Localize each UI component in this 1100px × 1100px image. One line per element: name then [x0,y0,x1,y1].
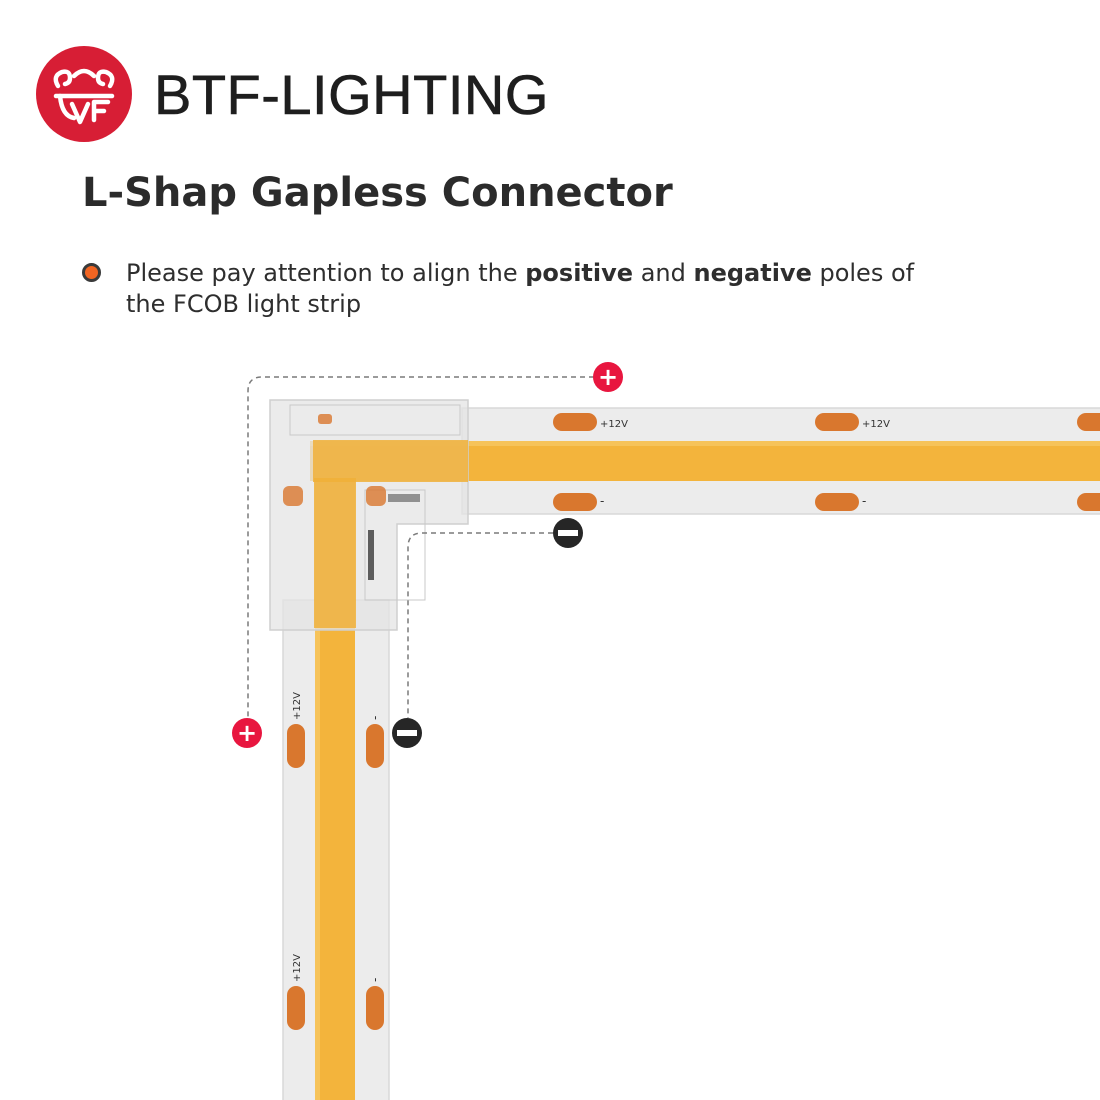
pad-label-negative-3: - [368,716,382,720]
polarity-leader-lines [247,376,594,718]
note-part-1: Please pay attention to align the [126,259,526,287]
pad-label-positive-2: +12V [862,419,890,430]
note-text: Please pay attention to align the positi… [126,258,926,320]
alignment-note: Please pay attention to align the positi… [82,258,926,320]
note-part-3: poles of the FCOB light strip [126,259,915,318]
positive-marker-left: + [232,718,262,748]
note-negative: negative [693,259,812,287]
svg-text:+: + [237,719,257,747]
brand-name: BTF-LIGHTING [154,62,549,126]
l-connector [269,399,469,631]
page-title: L-Shap Gapless Connector [82,170,673,216]
brand-header: BTF-LIGHTING [36,46,549,142]
pad-label-negative-2: - [862,494,866,508]
pad-label-negative-1: - [600,494,604,508]
btf-logo-mark-icon [36,46,132,142]
pad-label-positive-1: +12V [600,419,628,430]
pad-label-positive-3: +12V [292,692,303,720]
svg-text:+: + [598,363,618,391]
negative-marker-right [392,718,422,748]
horizontal-pads [553,413,1100,511]
note-positive: positive [525,259,634,287]
note-part-2: and [633,259,694,287]
pad-label-positive-4: +12V [292,954,303,982]
pad-label-negative-4: - [368,978,382,982]
vertical-pads [287,724,384,1030]
negative-marker-top [553,518,583,548]
bullet-dot-icon [82,263,101,282]
positive-marker-top: + [593,362,623,392]
